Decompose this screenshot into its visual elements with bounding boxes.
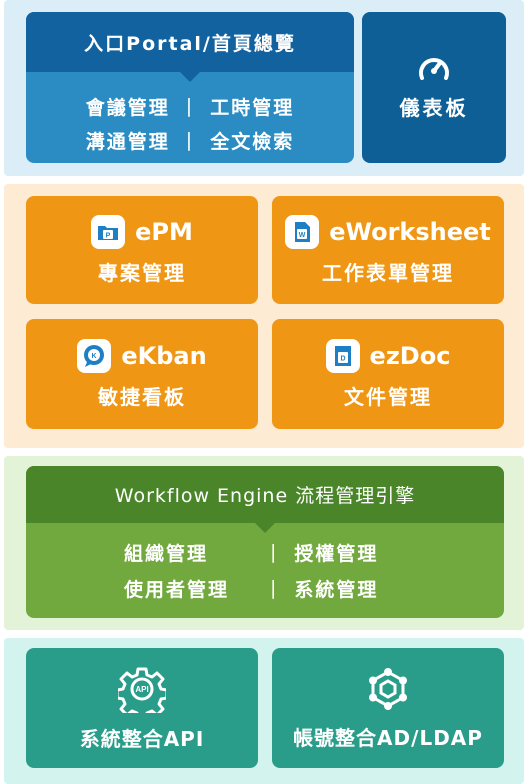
portal-title: 入口Portal/首頁總覽	[84, 32, 296, 55]
dashboard-label: 儀表板	[399, 96, 469, 120]
workflow-row: 組織管理 | 授權管理	[26, 534, 504, 570]
workflow-item-organization[interactable]: 組織管理	[124, 542, 209, 565]
integration-card-api[interactable]: API 系統整合API	[26, 648, 258, 768]
workflow-row: 使用者管理 | 系統管理	[26, 570, 504, 606]
svg-text:W: W	[299, 232, 306, 239]
svg-text:D: D	[340, 355, 345, 362]
svg-text:API: API	[135, 685, 148, 694]
app-label: 專案管理	[98, 260, 186, 285]
portal-card[interactable]: 入口Portal/首頁總覽 會議管理 | 工時管理 溝通管理 | 全文檢索	[26, 12, 354, 163]
api-gear-icon: API	[118, 667, 166, 713]
portal-header: 入口Portal/首頁總覽	[26, 12, 354, 82]
portal-item-communication[interactable]: 溝通管理	[85, 130, 170, 153]
workflow-item-user[interactable]: 使用者管理	[124, 578, 230, 601]
portal-row: 溝通管理 | 全文檢索	[26, 123, 354, 157]
app-card-eworksheet[interactable]: W eWorksheet 工作表單管理	[272, 196, 504, 304]
svg-text:K: K	[92, 353, 97, 360]
chat-bubble-icon: K	[77, 338, 112, 373]
speedometer-icon	[419, 58, 449, 80]
document-icon: W	[285, 214, 320, 249]
app-card-epm[interactable]: P ePM 專案管理	[26, 196, 258, 304]
portal-item-timesheet[interactable]: 工時管理	[210, 96, 295, 119]
app-card-ezdoc[interactable]: D ezDoc 文件管理	[272, 319, 504, 429]
separator: |	[185, 95, 195, 117]
integration-label: 系統整合API	[79, 726, 205, 751]
app-brand: eKban	[121, 341, 207, 370]
app-label: 敏捷看板	[98, 384, 186, 409]
separator: |	[185, 129, 195, 151]
app-label: 文件管理	[344, 384, 432, 409]
workflow-item-authorization[interactable]: 授權管理	[294, 542, 379, 565]
dashboard-card[interactable]: 儀表板	[362, 12, 506, 163]
svg-text:P: P	[106, 232, 111, 239]
portal-row: 會議管理 | 工時管理	[26, 89, 354, 123]
network-hexagon-icon	[369, 667, 407, 710]
app-brand: ePM	[135, 217, 193, 246]
app-label: 工作表單管理	[322, 260, 454, 285]
workflow-title: Workflow Engine 流程管理引擎	[114, 485, 416, 507]
integration-card-ldap[interactable]: 帳號整合AD/LDAP	[272, 648, 504, 768]
portal-item-fulltext-search[interactable]: 全文檢索	[210, 130, 295, 153]
workflow-card[interactable]: Workflow Engine 流程管理引擎 組織管理 | 授權管理 使用者管理…	[26, 466, 504, 618]
document-icon: D	[325, 338, 360, 373]
folder-icon: P	[91, 214, 126, 249]
workflow-item-system[interactable]: 系統管理	[294, 578, 379, 601]
integration-label: 帳號整合AD/LDAP	[293, 725, 483, 750]
workflow-header: Workflow Engine 流程管理引擎	[26, 466, 504, 533]
app-card-ekban[interactable]: K eKban 敏捷看板	[26, 319, 258, 429]
app-brand: ezDoc	[369, 341, 451, 370]
app-brand: eWorksheet	[329, 217, 491, 246]
separator: |	[270, 541, 279, 563]
portal-item-meeting[interactable]: 會議管理	[85, 96, 170, 119]
separator: |	[270, 577, 279, 599]
